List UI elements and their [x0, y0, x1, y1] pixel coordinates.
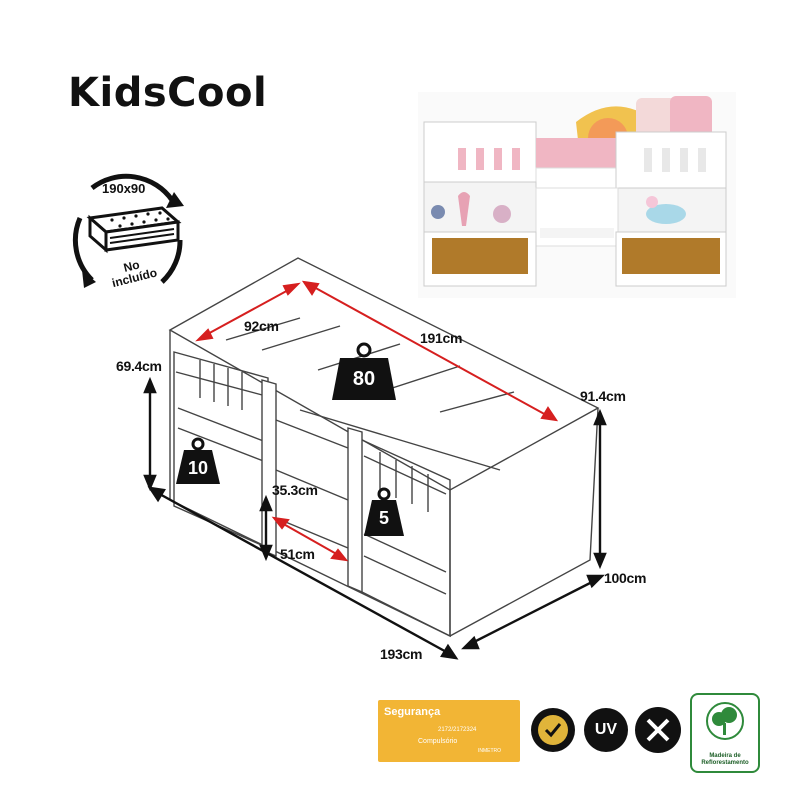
weight-top-label: 80	[352, 368, 376, 390]
security-title: Segurança	[384, 706, 441, 718]
weight-icon	[332, 342, 396, 400]
dimension-bed-length: 191cm	[420, 330, 463, 346]
reforestation-line1: Madeira de	[709, 753, 741, 759]
uv-icon: UV	[584, 708, 628, 752]
mattress-size-label: 190x90	[102, 181, 146, 196]
weight-icon	[176, 437, 220, 484]
tree-icon	[706, 702, 744, 740]
dimension-top-height: 69.4cm	[116, 358, 162, 374]
dimension-right-height: 91.4cm	[580, 388, 626, 404]
dimension-front-total: 193cm	[380, 646, 423, 662]
security-org: INMETRO	[478, 748, 502, 754]
security-subtitle: Compulsório	[418, 738, 458, 745]
dimension-desk-height: 35.3cm	[272, 482, 318, 498]
reforestation-text: Madeira de Reflorestamento	[692, 753, 758, 767]
security-number: 2172/2172324	[438, 727, 477, 733]
product-photo	[418, 92, 736, 298]
mattress-icon	[72, 173, 184, 288]
certified-seal-icon	[531, 708, 575, 752]
brand-logo: KidsCool	[68, 70, 268, 116]
dimension-side-total: 100cm	[604, 570, 647, 586]
dimension-desk-width: 51cm	[280, 546, 315, 562]
dimension-bed-width: 92cm	[244, 318, 279, 334]
weight-drawer-label: 10	[187, 458, 209, 478]
reforestation-line2: Reflorestamento	[701, 760, 749, 766]
security-certification-badge: Segurança 2172/2172324 Compulsório INMET…	[378, 700, 520, 762]
reforestation-badge: Madeira de Reflorestamento	[690, 693, 760, 773]
weight-desk-label: 5	[378, 508, 389, 528]
tools-icon	[635, 707, 681, 753]
weight-icon	[364, 487, 404, 536]
